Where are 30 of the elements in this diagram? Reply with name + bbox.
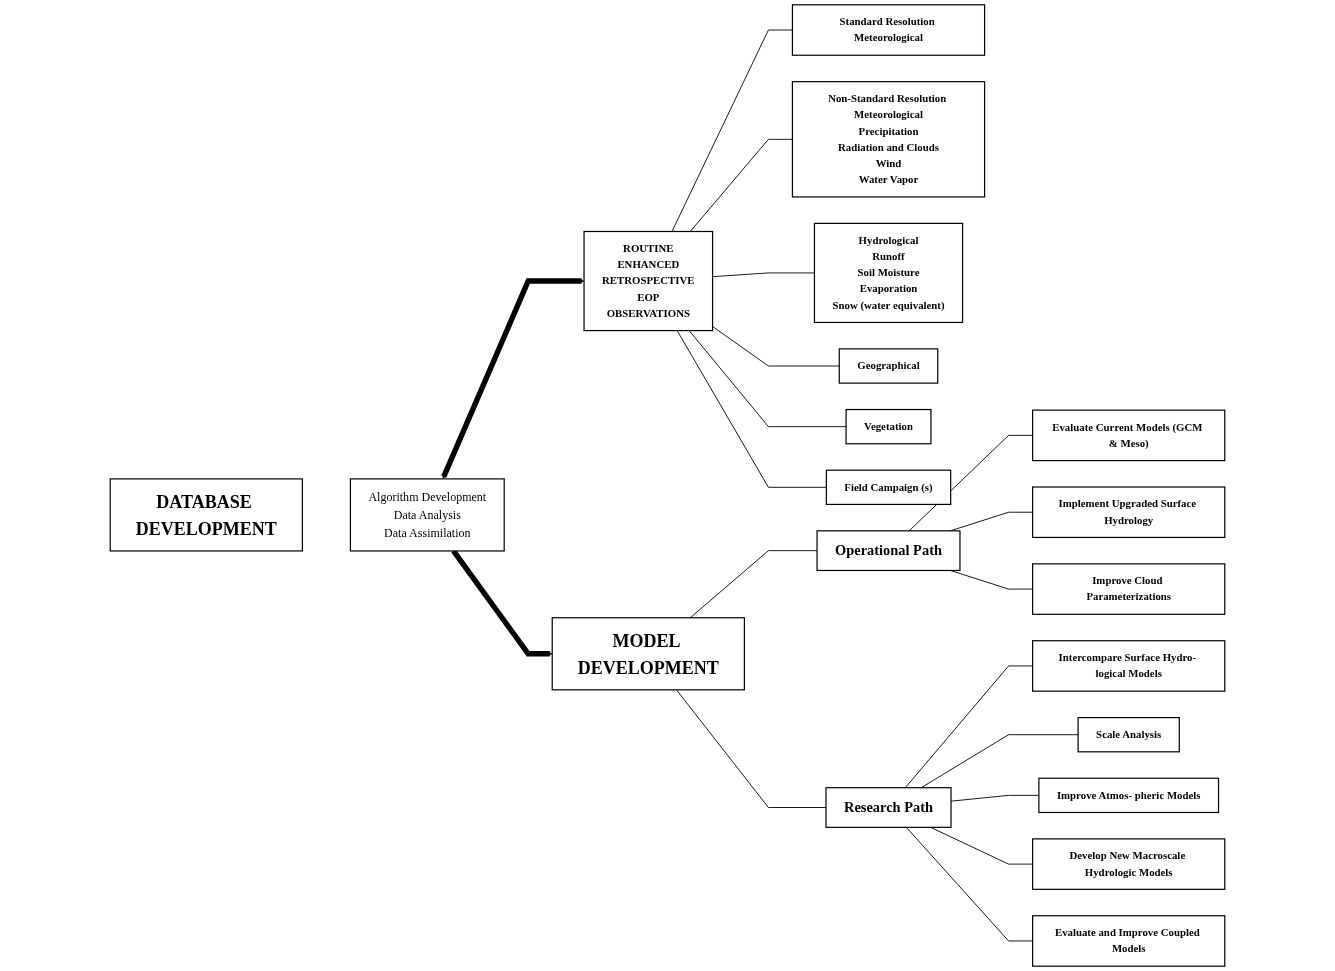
connector: [688, 330, 847, 428]
node-box: Vegetation: [845, 408, 932, 445]
node-box: Implement Upgraded Surface Hydrology: [1032, 486, 1226, 539]
node-box: Evaluate and Improve Coupled Models: [1032, 915, 1226, 967]
node-box: Intercompare Surface Hydro- logical Models: [1032, 640, 1226, 692]
node-box: Operational Path: [816, 530, 961, 572]
node-box: Field Campaign (s): [825, 469, 952, 506]
connector: [689, 550, 818, 619]
connector: [671, 29, 793, 232]
node-box: Evaluate Current Models (GCM & Meso): [1032, 409, 1226, 462]
node-box: Develop New Macroscale Hydrologic Models: [1032, 838, 1226, 890]
node-box: Research Path: [825, 787, 952, 828]
node-box: DATABASE DEVELOPMENT: [109, 478, 303, 552]
node-box: ROUTINE ENHANCED RETROSPECTIVE EOP OBSERVATIONS: [583, 230, 714, 332]
node-box: Improve Cloud Parameterizations: [1032, 563, 1226, 615]
node-box: Improve Atmos- pheric Models: [1038, 777, 1220, 814]
connector: [920, 734, 1079, 789]
arrow: [441, 278, 585, 479]
node-box: Geographical: [838, 348, 939, 384]
connector: [689, 138, 793, 232]
node-box: Scale Analysis: [1077, 717, 1180, 753]
arrow: [451, 549, 553, 657]
node-box: Hydrological Runoff Soil Moisture Evaporation Snow (water equivalent): [813, 222, 964, 324]
node-box: Standard Resolution Meteorological: [791, 4, 986, 56]
connector: [676, 330, 827, 488]
node-box: Non-Standard Resolution Meteorological Precipitation Radiation and Clouds Wind Water Vapor: [791, 81, 986, 198]
node-box: Algorithm Development Data Analysis Data Assimilation: [349, 478, 505, 552]
connector: [712, 326, 840, 367]
node-box: MODEL DEVELOPMENT: [551, 617, 745, 691]
connector: [712, 272, 815, 278]
